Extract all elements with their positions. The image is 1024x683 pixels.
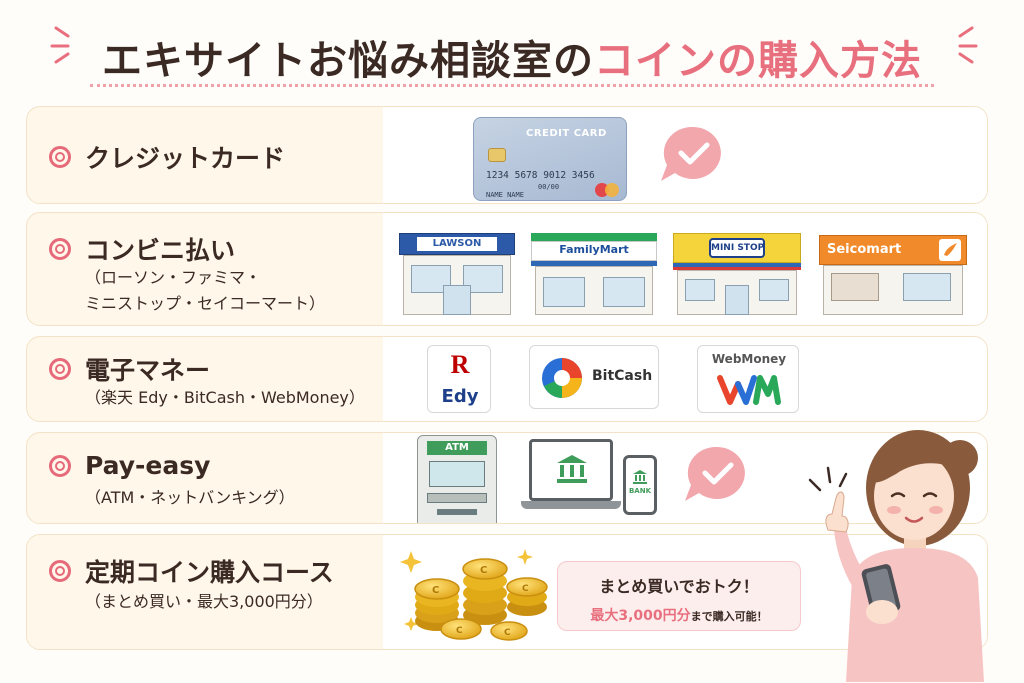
store-sign-text: LAWSON [417, 237, 497, 251]
promo-line1: まとめ買いでおトク！ [599, 577, 759, 596]
card-brand-icon [595, 183, 619, 197]
title-area: エキサイトお悩み相談室のコインの購入方法 [0, 0, 1024, 92]
method-sublabel-line2: ミニストップ・セイコーマート） [85, 294, 326, 313]
double-circle-icon [49, 238, 71, 260]
store-familymart: FamilyMart [531, 233, 657, 315]
atm-label: ATM [427, 441, 487, 455]
svg-text:C: C [522, 584, 529, 594]
store-sign-text: MINI STOP [709, 238, 765, 258]
store-lawson: LAWSON [399, 233, 515, 315]
woman-with-phone-illustration [808, 430, 984, 682]
page-title: エキサイトお悩み相談室のコインの購入方法 [0, 28, 1024, 86]
method-sublabel: （ローソン・ファミマ・ ミニストップ・セイコーマート） [85, 265, 325, 317]
store-sign-text: Seicomart [827, 242, 902, 257]
double-circle-icon [49, 146, 71, 168]
store-sign-text: FamilyMart [559, 243, 629, 256]
bitcash-text: BitCash [592, 368, 653, 384]
title-part1: エキサイトお悩み相談室の [102, 38, 594, 84]
store-ministop: MINI STOP [673, 233, 801, 315]
check-bubble-icon [661, 126, 721, 181]
method-label: コンビニ払い [85, 236, 236, 265]
webmoney-text: WebMoney [711, 352, 787, 366]
bird-icon [944, 243, 957, 256]
svg-text:C: C [456, 626, 463, 636]
card-expiry: 00/00 [538, 183, 560, 191]
title-dotted-divider [90, 84, 934, 87]
method-row-e-money: 電子マネー （楽天 Edy・BitCash・WebMoney） R Edy Bi… [26, 336, 988, 422]
method-sublabel: （ATM・ネットバンキング） [85, 488, 295, 507]
promo-box: まとめ買いでおトク！ 最大3,000円分まで購入可能！ [557, 561, 801, 631]
promo-line2: 最大3,000円分まで購入可能！ [558, 605, 800, 625]
method-label: クレジットカード [85, 144, 286, 173]
double-circle-icon [49, 358, 71, 380]
promo-line2-small: まで購入可能！ [690, 610, 768, 623]
phone-illustration: BANK [623, 455, 657, 515]
rakuten-r-mark: R [450, 350, 470, 379]
sparkle-lines-left-icon [50, 26, 70, 64]
edy-text: Edy [441, 386, 479, 407]
svg-text:C: C [480, 565, 487, 576]
card-number: 1234 5678 9012 3456 [486, 170, 595, 181]
webmoney-mark-icon [717, 375, 781, 405]
check-bubble-icon [685, 446, 745, 501]
method-label: 電子マネー [85, 356, 211, 385]
method-row-convenience-store: コンビニ払い （ローソン・ファミマ・ ミニストップ・セイコーマート） LAWSO… [26, 212, 988, 326]
method-sublabel: （まとめ買い・最大3,000円分） [85, 592, 323, 611]
bitcash-mark-icon [542, 358, 582, 398]
card-chip-icon [488, 148, 506, 162]
bank-building-icon [557, 455, 587, 483]
gold-coins-icon: C C C C C [400, 549, 548, 641]
sparkle-lines-right-icon [958, 26, 978, 64]
store-seicomart: Seicomart [819, 235, 967, 315]
bank-small-icon [633, 470, 647, 484]
promo-line2-strong: 最大3,000円分 [590, 608, 691, 624]
svg-text:C: C [432, 585, 439, 596]
method-row-credit-card: クレジットカード CREDIT CARD 1234 5678 9012 3456… [26, 106, 988, 204]
atm-illustration: ATM [417, 435, 497, 523]
method-row-pay-easy: Pay-easy （ATM・ネットバンキング） ATM BANK [26, 432, 988, 524]
bank-label: BANK [628, 487, 652, 495]
laptop-illustration [521, 439, 621, 519]
logo-rakuten-edy: R Edy [427, 345, 491, 413]
card-holder-name: NAME NAME [486, 191, 524, 199]
method-sublabel: （楽天 Edy・BitCash・WebMoney） [85, 388, 365, 407]
title-part2: コインの購入方法 [594, 38, 922, 84]
credit-card-illustration: CREDIT CARD 1234 5678 9012 3456 00/00 NA… [473, 117, 627, 201]
double-circle-icon [49, 454, 71, 477]
svg-text:C: C [504, 628, 511, 638]
card-title: CREDIT CARD [526, 128, 607, 139]
logo-bitcash: BitCash [529, 345, 659, 409]
double-circle-icon [49, 560, 71, 582]
method-sublabel-line1: （ローソン・ファミマ・ [85, 268, 262, 287]
method-label: Pay-easy [85, 451, 211, 480]
method-label: 定期コイン購入コース [85, 558, 334, 587]
logo-webmoney: WebMoney WM [697, 345, 799, 413]
